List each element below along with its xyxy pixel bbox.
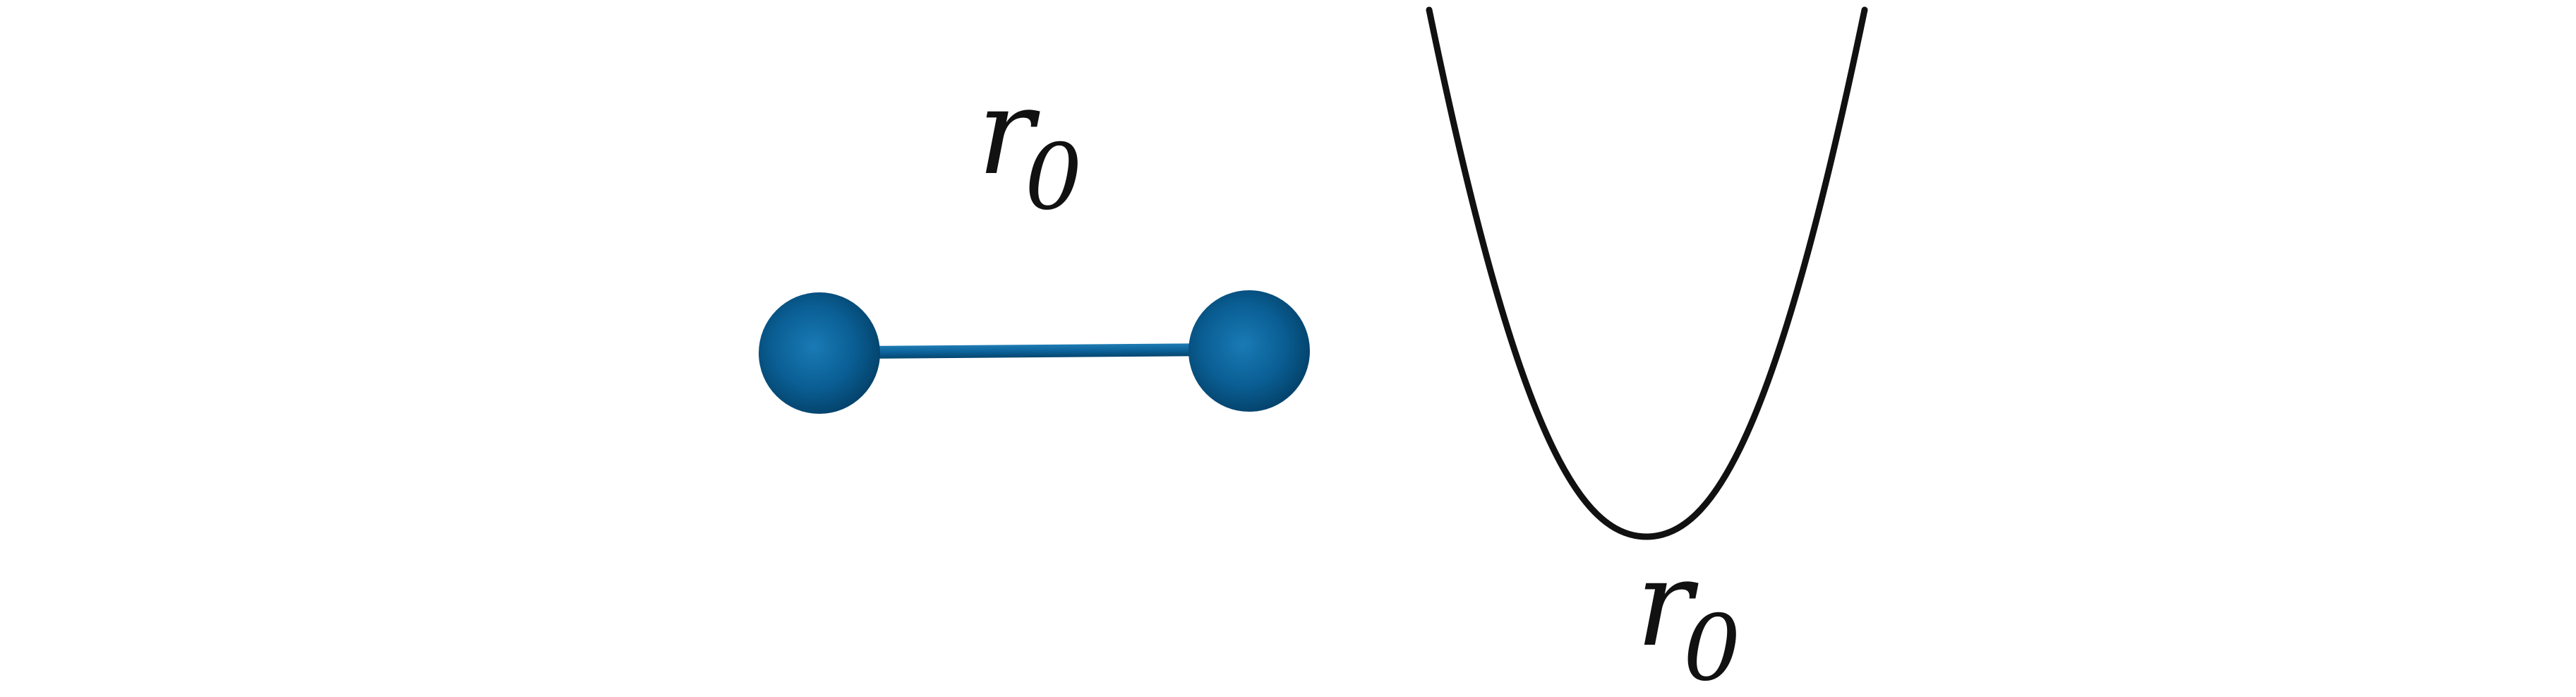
potential-curve <box>1426 6 1868 540</box>
svg-text:0: 0 <box>1025 125 1082 230</box>
equilibrium-distance-symbol: r <box>1636 535 1699 673</box>
bond-length-label: r 0 <box>977 63 1082 230</box>
atom-right <box>1188 290 1310 412</box>
potential-well <box>1426 6 1868 540</box>
bond-length-symbol: r <box>977 63 1040 201</box>
svg-text:r: r <box>977 63 1040 201</box>
svg-text:r: r <box>1636 535 1699 673</box>
bond <box>818 342 1257 359</box>
equilibrium-distance-label: r 0 <box>1636 535 1740 697</box>
svg-text:0: 0 <box>1683 596 1740 697</box>
atom-left <box>759 292 880 414</box>
bond-length-subscript: 0 <box>1025 125 1082 230</box>
diatomic-molecule <box>759 290 1310 414</box>
equilibrium-distance-subscript: 0 <box>1683 596 1740 697</box>
